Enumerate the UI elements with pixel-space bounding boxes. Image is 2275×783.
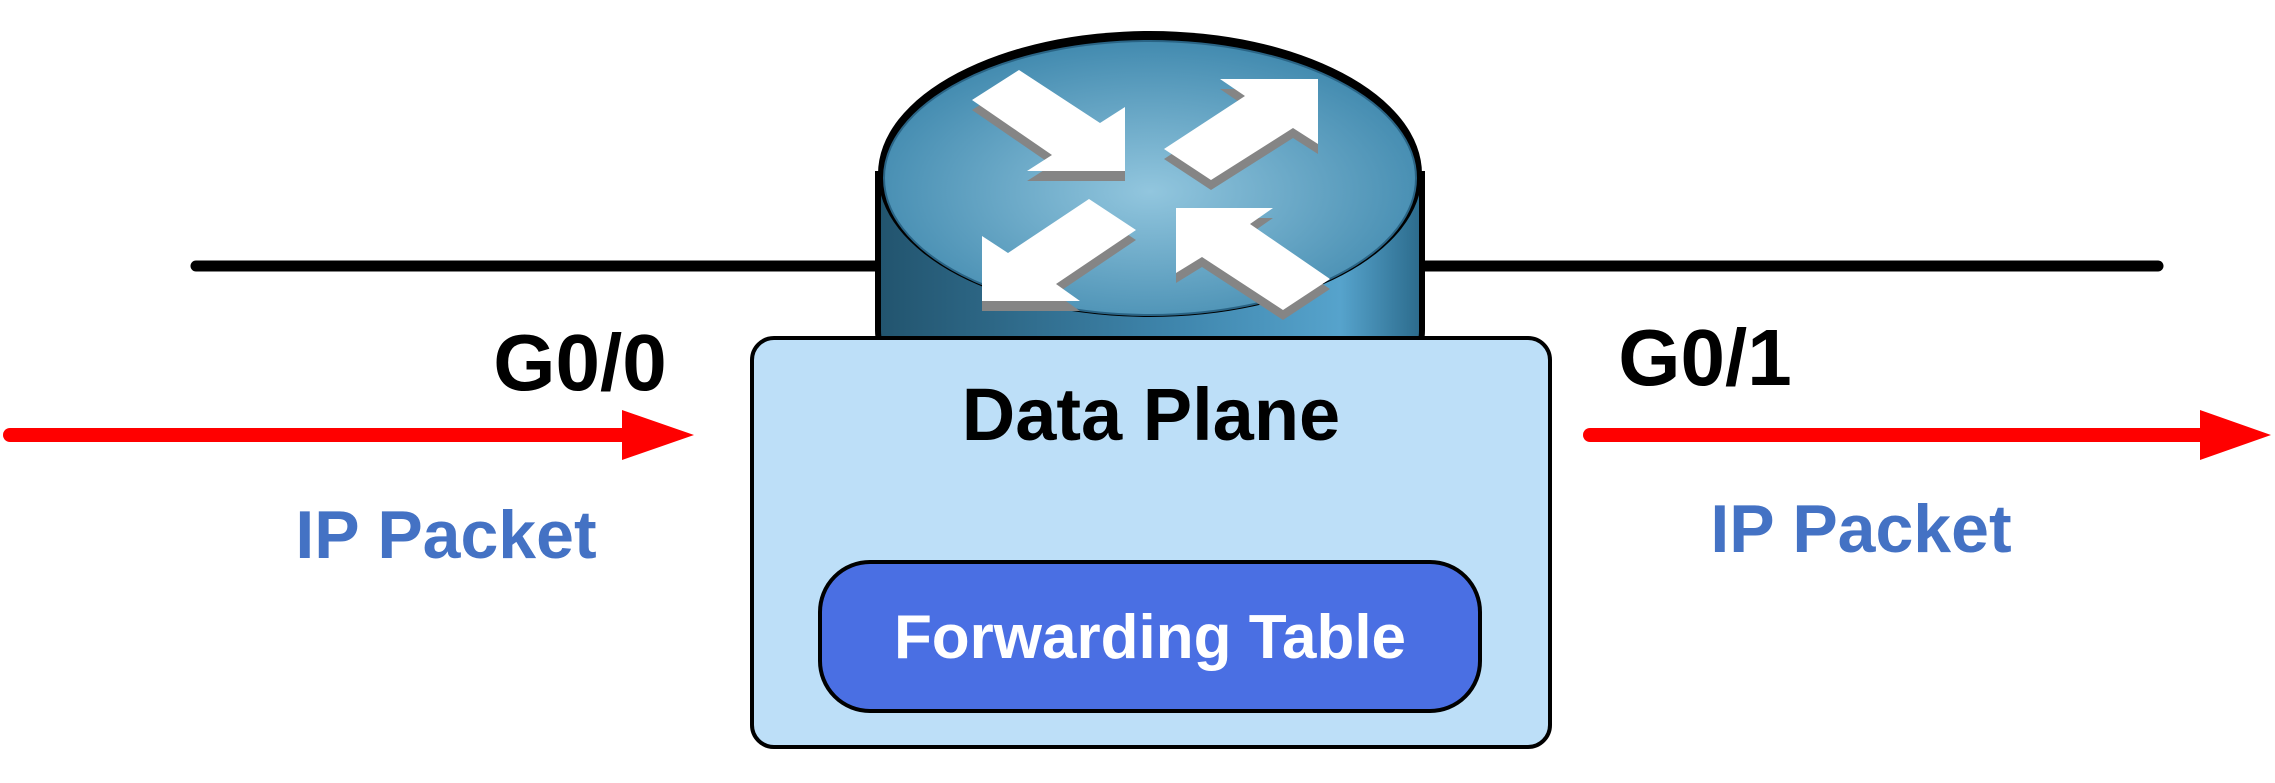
interface-label-g0-1: G0/1 xyxy=(1618,313,1791,402)
arrow-out-icon xyxy=(1164,79,1318,180)
outgoing-packet-label: IP Packet xyxy=(1710,491,2011,567)
arrow-in-icon xyxy=(972,70,1125,171)
router-icon xyxy=(875,31,1425,363)
arrow-in-icon xyxy=(1176,208,1330,310)
incoming-packet-label: IP Packet xyxy=(295,497,596,573)
interface-label-g0-0: G0/0 xyxy=(493,318,666,407)
data-plane-title: Data Plane xyxy=(962,373,1340,456)
forwarding-table-label: Forwarding Table xyxy=(894,603,1406,672)
forwarding-table-box xyxy=(818,560,1482,713)
incoming-packet-arrow xyxy=(3,410,694,460)
outgoing-packet-arrow xyxy=(1583,410,2271,460)
arrow-out-icon xyxy=(982,199,1136,301)
